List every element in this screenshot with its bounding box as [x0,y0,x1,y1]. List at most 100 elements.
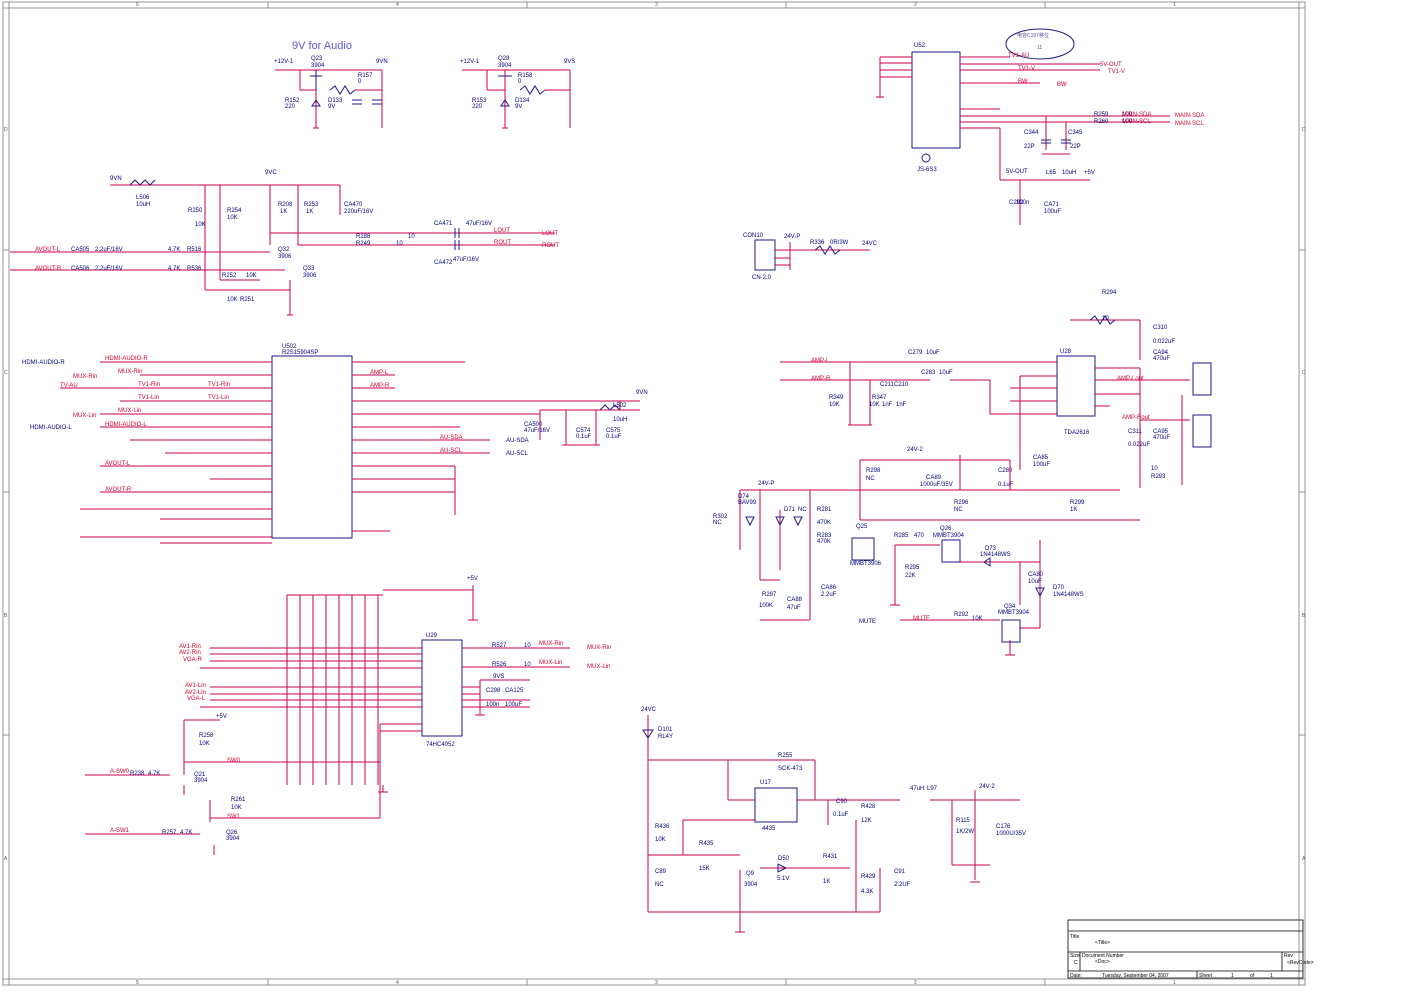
u29-val: 74HC4052 [426,742,455,748]
r294-val: 10 [1102,316,1109,322]
rail-9vn-3: 9VN [636,390,648,396]
l97-val: 47uH [910,786,924,792]
c90-ref: C90 [836,799,848,805]
tuner-u52: 电容C197移位 11 U52 JS-6S3 C344 22P C345 22P… [876,28,1204,225]
net-au-sda: AU-SDA [440,435,463,441]
annotation-text: 电容C197移位 [1017,32,1049,39]
rail-12v-1-b: +12V-1 [460,59,480,65]
u52-ref: U52 [914,43,926,49]
r157-ref: R157 [358,73,373,79]
net-mux-lin: MUX-Lin [73,413,96,419]
ca88-ref: CA88 [787,597,803,603]
ca89-ref: CA89 [926,475,942,481]
d74-val: BAV99 [738,500,757,506]
ca472-val: 47uF/16V [453,257,479,263]
net-amp-l: AMP-L [370,370,389,376]
c310-ref: C310 [1153,325,1168,331]
c298-val: 100n [486,702,499,708]
net-tv1-v: TV1-V [1018,66,1035,72]
col-label-4: 4 [396,2,399,8]
mux-select-switch: +5V R258 10K Q21 3904 R261 10K Q26 3904 … [85,714,381,855]
net-avout-r: AVOUT-R [35,266,62,272]
ca471-val: 47uF/16V [466,221,492,227]
d101-val: RL4Y [658,734,673,740]
net-mute: MUTE [913,616,930,622]
r255-val: SCK-473 [778,766,803,772]
q26-ref: Q26 [940,526,952,532]
l502-val: 10uH [613,417,627,423]
r153-val: 220 [472,104,483,110]
net-avout-l-2: AVOUT-L [105,461,131,467]
r428-ref: R428 [861,804,876,810]
net-mux-lin-3: MUX-Lin [539,660,562,666]
r292-val: 10K [972,616,983,622]
row-label-d-right: D [1302,127,1306,133]
ca86-ref: CA86 [821,585,837,591]
av-output-buffer: 9VN 9VC L506 10uH R250 10K R254 10K R208… [10,170,559,316]
net-tv1-lin: TV1-Lin [138,395,159,401]
c89-val: NC [655,882,664,888]
r252-ref: R252 [222,273,237,279]
r255-ref: R255 [778,753,793,759]
date-value: Tuesday, September 04, 2007 [1102,973,1169,979]
ca125-ref: CA125 [505,688,524,694]
row-label-c: C [4,370,8,376]
rail-24v-2-b: 24V-2 [979,784,995,790]
c176-val: 1000U/35V [996,831,1026,837]
rail-24vc: 24VC [862,241,878,247]
net-av2-rin: AV2-Rin [179,650,201,656]
r285-val: 470 [914,533,925,539]
c91-val: 2.2UF [894,882,911,888]
rail-24v-p-2: 24V-P [758,481,774,487]
d70-ref: D70 [1053,585,1065,591]
net-tv1-v-port: TV1-V [1108,69,1125,75]
c283-ref: C283 [921,370,936,376]
r429-val: 4.3K [861,889,873,895]
c344-val: 22P [1024,144,1035,150]
rail-9vn: 9VN [376,59,388,65]
r292-ref: R292 [954,612,969,618]
rail-24v-2: 24V-2 [907,447,923,453]
r526-val: 10 [524,662,531,668]
row-label-c-right: C [1302,370,1306,376]
d73-val: 1N4148WS [980,552,1011,558]
r261-val: 10K [231,805,242,811]
u502-val: R2S15904SP [282,350,318,356]
of-label: of [1250,973,1255,979]
c292-ref: C292 [1009,200,1024,206]
r295-ref: R295 [905,565,920,571]
rail-5v: +5V [1084,170,1095,176]
r283-val: 470K [817,539,831,545]
title-block: Title <Title> Size C Document Number <Do… [1067,919,1314,979]
ca470-ref: CA470 [344,202,363,208]
r258-val: 10K [199,741,210,747]
rail-5v-mux: +5V [467,576,478,582]
net-main-sda-port: MAIN-SDA [1175,113,1204,119]
ca505-val: 2.2uF/16V [95,247,123,253]
q25-ref: Q25 [856,524,868,530]
c91-ref: C91 [894,869,906,875]
q21-ref: Q21 [194,772,206,778]
r281-ref: R281 [817,507,832,513]
r429-ref: R429 [861,874,876,880]
c344-ref: C344 [1024,130,1039,136]
q26b-ref: Q26 [226,830,238,836]
q33-val: 3906 [303,273,317,279]
r208-ref: R208 [278,202,293,208]
net-amp-r: AMP-R [370,383,390,389]
mux-u29: U29 74HC4052 C298 100n CA125 100uF R527 … [179,576,611,793]
regulator-9vs: Q28 3904 R158 0 R153 220 D134 9V +12V-1 … [460,56,575,129]
c283-val: 10uF [939,370,953,376]
r249-ref: R249 [356,241,371,247]
q21-val: 3904 [194,778,208,784]
r347-val: 10K [869,402,880,408]
c345-val: 22P [1070,144,1081,150]
r298-ref: R298 [866,468,881,474]
net-rout: ROUT [494,240,511,246]
ca94-ref: CA94 [1153,350,1169,356]
ca86-val: 2.2uF [821,592,837,598]
r336-val: 0R/3W [830,240,849,246]
c280-val: 0.1uF [998,482,1014,488]
r153-ref: R153 [472,98,487,104]
c210-ref: C210 [894,382,909,388]
